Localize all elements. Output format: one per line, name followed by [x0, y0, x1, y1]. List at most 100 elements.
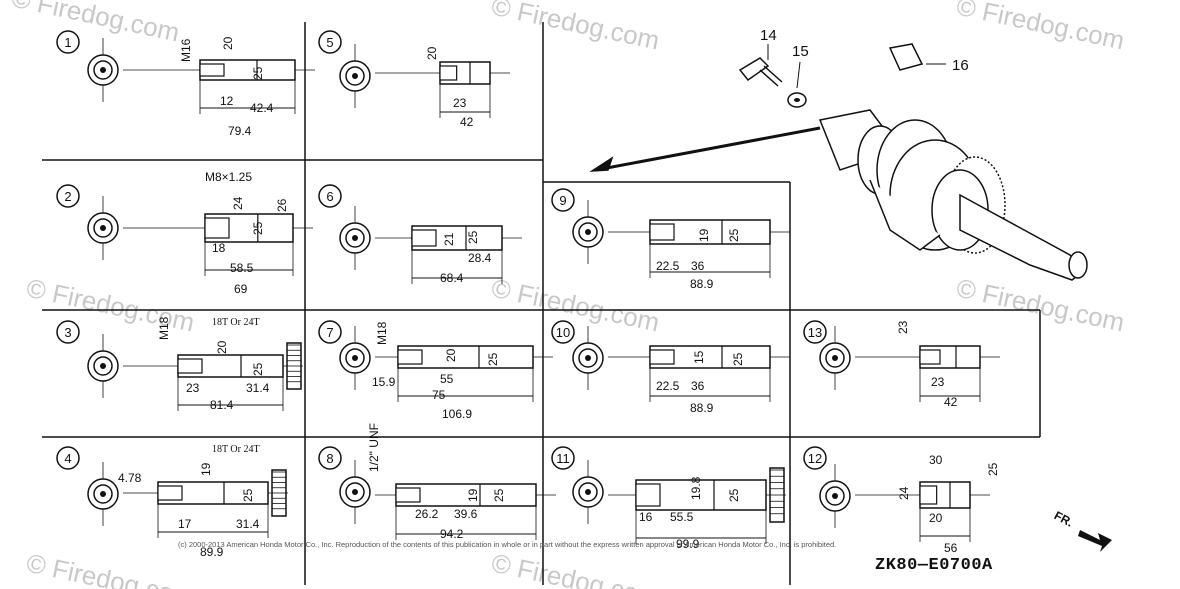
end-view-ring [825, 348, 845, 368]
panel-number-circle [803, 446, 827, 470]
end-view-hub [100, 225, 106, 231]
end-view-ring [578, 348, 598, 368]
dimension-label: 106.9 [442, 407, 472, 421]
panel-number-circle [551, 188, 575, 212]
dimension-label: 1/2" UNF [367, 423, 381, 472]
shaft-tip [204, 217, 230, 239]
panel-number: 9 [559, 193, 566, 208]
end-view-ring [345, 66, 365, 86]
panel-number: 1 [64, 35, 71, 50]
end-view-ring [93, 484, 113, 504]
end-view-hub [352, 73, 358, 79]
dimension-label: 25 [241, 488, 255, 502]
panel-number-circle [56, 446, 80, 470]
panel-number: 7 [326, 325, 333, 340]
dimension-label: 42.4 [250, 101, 274, 115]
shaft-tip [395, 487, 421, 503]
panel-number: 5 [326, 35, 333, 50]
dimension-label: 15.9 [372, 375, 396, 389]
dimension-label: 21 [442, 232, 456, 246]
dimension-label: 19 [466, 488, 480, 502]
panel-number-circle [318, 320, 342, 344]
end-view-ring [93, 356, 113, 376]
dimension-label: 36 [691, 379, 705, 393]
end-view-hub [100, 491, 106, 497]
dimension-label: 4.78 [118, 471, 142, 485]
panel-number: 3 [64, 325, 71, 340]
dimension-label: 19 [199, 462, 213, 476]
end-view-ring [825, 486, 845, 506]
panel-number-circle [318, 184, 342, 208]
washer-hole [794, 98, 800, 102]
dimension-label: 25 [251, 221, 265, 235]
dimension-label: 42 [460, 115, 474, 129]
shaft-tip [177, 358, 203, 374]
dimension-label: 23 [931, 375, 945, 389]
shaft-tip [157, 485, 183, 501]
dimension-label: 24 [231, 196, 245, 210]
panel-number: 4 [64, 451, 71, 466]
callout-14: 14 [760, 27, 777, 44]
shaft-tip [649, 223, 675, 241]
shaft-tip [649, 349, 675, 365]
dimension-label: 22.5 [656, 379, 680, 393]
dimension-label: 25 [251, 66, 265, 80]
end-view-hub [585, 355, 591, 361]
dimension-label: 55.5 [670, 510, 694, 524]
dimension-label: 56 [944, 541, 958, 555]
dimension-label: 25 [492, 488, 506, 502]
dimension-label: 22.5 [656, 259, 680, 273]
dimension-label: 20 [444, 348, 458, 362]
panel-number-circle [56, 30, 80, 54]
dimension-label: 16 [639, 510, 653, 524]
leader-line [796, 61, 801, 89]
shaft-tip [397, 349, 423, 365]
dimension-label: 23 [453, 96, 467, 110]
dimension-label: 19.8 [689, 476, 703, 500]
callout-16: 16 [952, 57, 969, 74]
dimension-label: 19 [697, 228, 711, 242]
crankshaft-illustration [589, 109, 1088, 281]
gear-teeth-label: 18T Or 24T [212, 317, 260, 328]
end-view-ring [93, 60, 113, 80]
bolt-icon [738, 57, 783, 87]
dimension-label: 23 [186, 381, 200, 395]
end-view-ring [345, 348, 365, 368]
dimension-label: M18 [157, 316, 171, 340]
dimension-label: 12 [220, 94, 234, 108]
dimension-label: 94.2 [440, 527, 464, 541]
dimension-label: 25 [466, 230, 480, 244]
dimension-label: 25 [727, 228, 741, 242]
dimension-label: 24 [897, 486, 911, 500]
dimension-label: 79.4 [228, 124, 252, 138]
dimension-label: 88.9 [690, 401, 714, 415]
panel-number: 12 [808, 451, 822, 466]
dimension-label: 39.6 [454, 507, 478, 521]
end-view-hub [100, 67, 106, 73]
key-icon [888, 43, 924, 71]
panel-number-circle [803, 320, 827, 344]
end-view-ring [93, 218, 113, 238]
gear-teeth-label: 18T Or 24T [212, 444, 260, 455]
shaft-tip [919, 349, 941, 365]
shaft-tip [199, 63, 225, 77]
end-view-hub [352, 235, 358, 241]
dimension-label: 25 [731, 352, 745, 366]
end-view-hub [352, 355, 358, 361]
end-view-ring [345, 228, 365, 248]
dimension-label: 55 [440, 372, 454, 386]
dimension-label: 31.4 [246, 381, 270, 395]
dimension-label: 20 [929, 511, 943, 525]
grid-lines [42, 22, 1041, 585]
shaft-tip [635, 483, 661, 507]
